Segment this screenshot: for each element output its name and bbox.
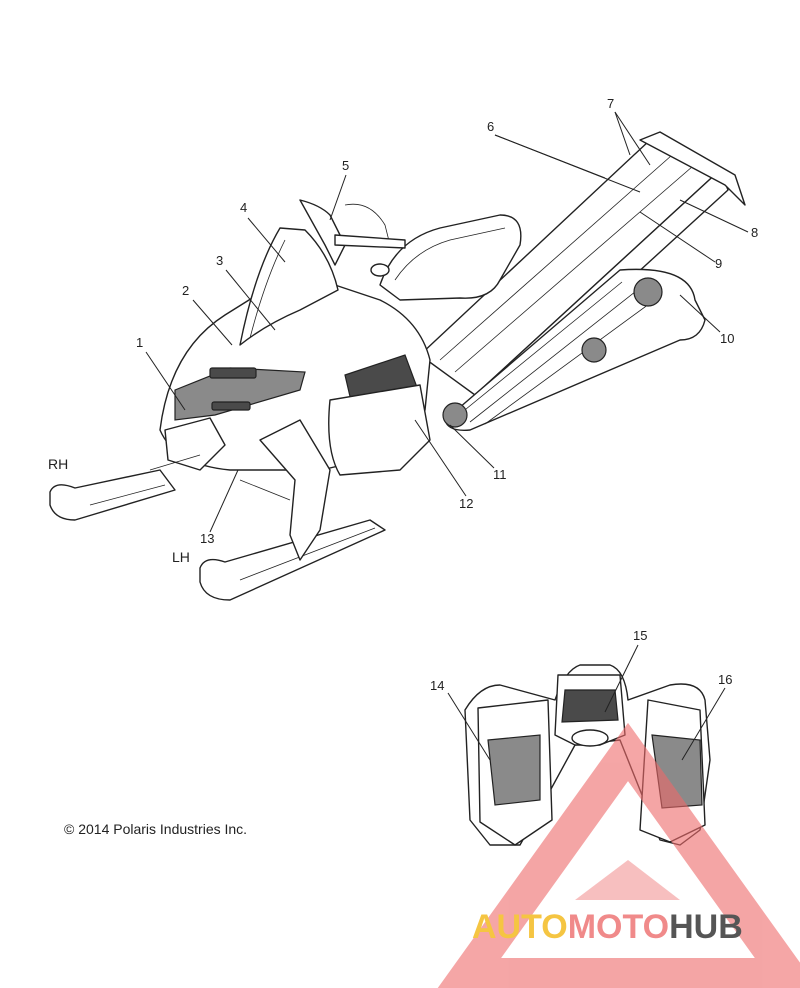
callout-labels: 1 2 3 4 5 6 7 8 9 10 11 12 13 14 15 16	[136, 96, 758, 693]
callout-9: 9	[715, 256, 722, 271]
watermark-logo: AUTOMOTOHUB	[472, 908, 743, 946]
watermark-triangle	[437, 722, 800, 988]
watermark-part-hub: HUB	[669, 908, 743, 946]
watermark-part-moto: MOTO	[568, 908, 669, 946]
callout-8: 8	[751, 225, 758, 240]
callout-10: 10	[720, 331, 734, 346]
callout-15: 15	[633, 628, 647, 643]
callout-13: 13	[200, 531, 214, 546]
callout-14: 14	[430, 678, 444, 693]
leader-lines	[145, 111, 749, 761]
callout-4: 4	[240, 200, 247, 215]
callout-16: 16	[718, 672, 732, 687]
side-label-lh: LH	[172, 549, 190, 565]
callout-11: 11	[493, 467, 507, 482]
watermark-part-auto: AUTO	[472, 908, 568, 946]
copyright-notice: © 2014 Polaris Industries Inc.	[64, 821, 247, 837]
callout-1: 1	[136, 335, 143, 350]
callout-12: 12	[459, 496, 473, 511]
callout-2: 2	[182, 283, 189, 298]
callout-7: 7	[607, 96, 614, 111]
callout-5: 5	[342, 158, 349, 173]
callout-6: 6	[487, 119, 494, 134]
callout-3: 3	[216, 253, 223, 268]
snowmobile-illustration	[49, 131, 746, 601]
side-label-rh: RH	[48, 456, 68, 472]
